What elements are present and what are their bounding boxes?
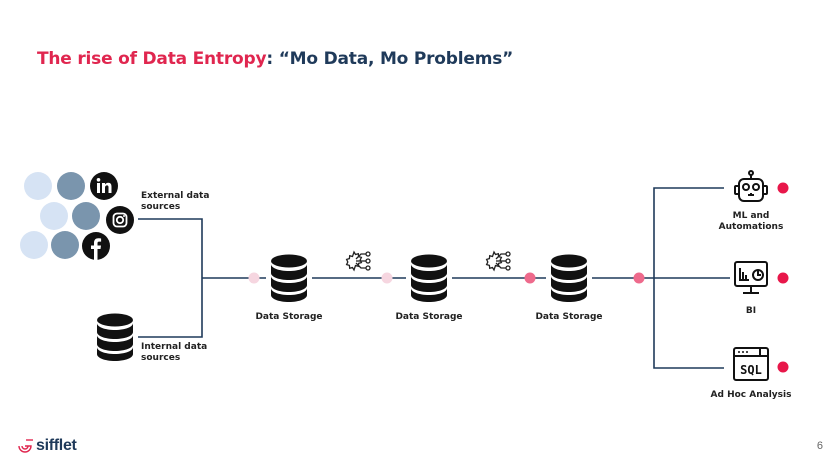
title-highlight: The rise of Data Entropy (37, 49, 267, 69)
database-icon (97, 313, 133, 361)
consumer-label-adhoc: Ad Hoc Analysis (710, 390, 792, 400)
title-separator: : (266, 49, 279, 69)
storage-label: Data Storage (255, 312, 323, 322)
gear-network-icon (485, 250, 511, 272)
consumer-label-bi: BI (745, 306, 757, 316)
external-label-line2: sources (141, 202, 181, 212)
brand-name: sifflet (36, 437, 77, 454)
internal-label-line2: sources (141, 353, 181, 363)
status-dot (633, 272, 645, 284)
page-number: 6 (816, 440, 823, 452)
sifflet-logo: sifflet (18, 437, 77, 455)
slide-title: The rise of Data Entropy: “Mo Data, Mo P… (37, 49, 513, 69)
consumer-line2: Automations (718, 222, 784, 232)
robot-icon (734, 170, 768, 202)
dashboard-monitor-icon (734, 261, 768, 294)
storage-label: Data Storage (535, 312, 603, 322)
consumer-line1: ML and (732, 211, 770, 221)
status-dot (777, 182, 789, 194)
status-dot (381, 272, 393, 284)
storage-label: Data Storage (395, 312, 463, 322)
internal-label-line1: Internal data (141, 342, 208, 352)
status-dot (524, 272, 536, 284)
database-icon (411, 254, 447, 302)
svg-text:SQL: SQL (740, 363, 762, 377)
instagram-icon (106, 206, 134, 234)
decorative-circles (20, 172, 100, 259)
status-dot (777, 361, 789, 373)
facebook-icon (82, 232, 110, 260)
status-dot (777, 272, 789, 284)
database-icon (551, 254, 587, 302)
linkedin-icon (90, 172, 118, 200)
status-dot (248, 272, 260, 284)
title-quote: “Mo Data, Mo Problems” (278, 49, 514, 69)
sql-window-icon: SQL (733, 347, 769, 381)
sifflet-logo-icon (18, 439, 33, 453)
external-label-line1: External data (141, 191, 210, 201)
database-icon (271, 254, 307, 302)
gear-network-icon (345, 250, 371, 272)
